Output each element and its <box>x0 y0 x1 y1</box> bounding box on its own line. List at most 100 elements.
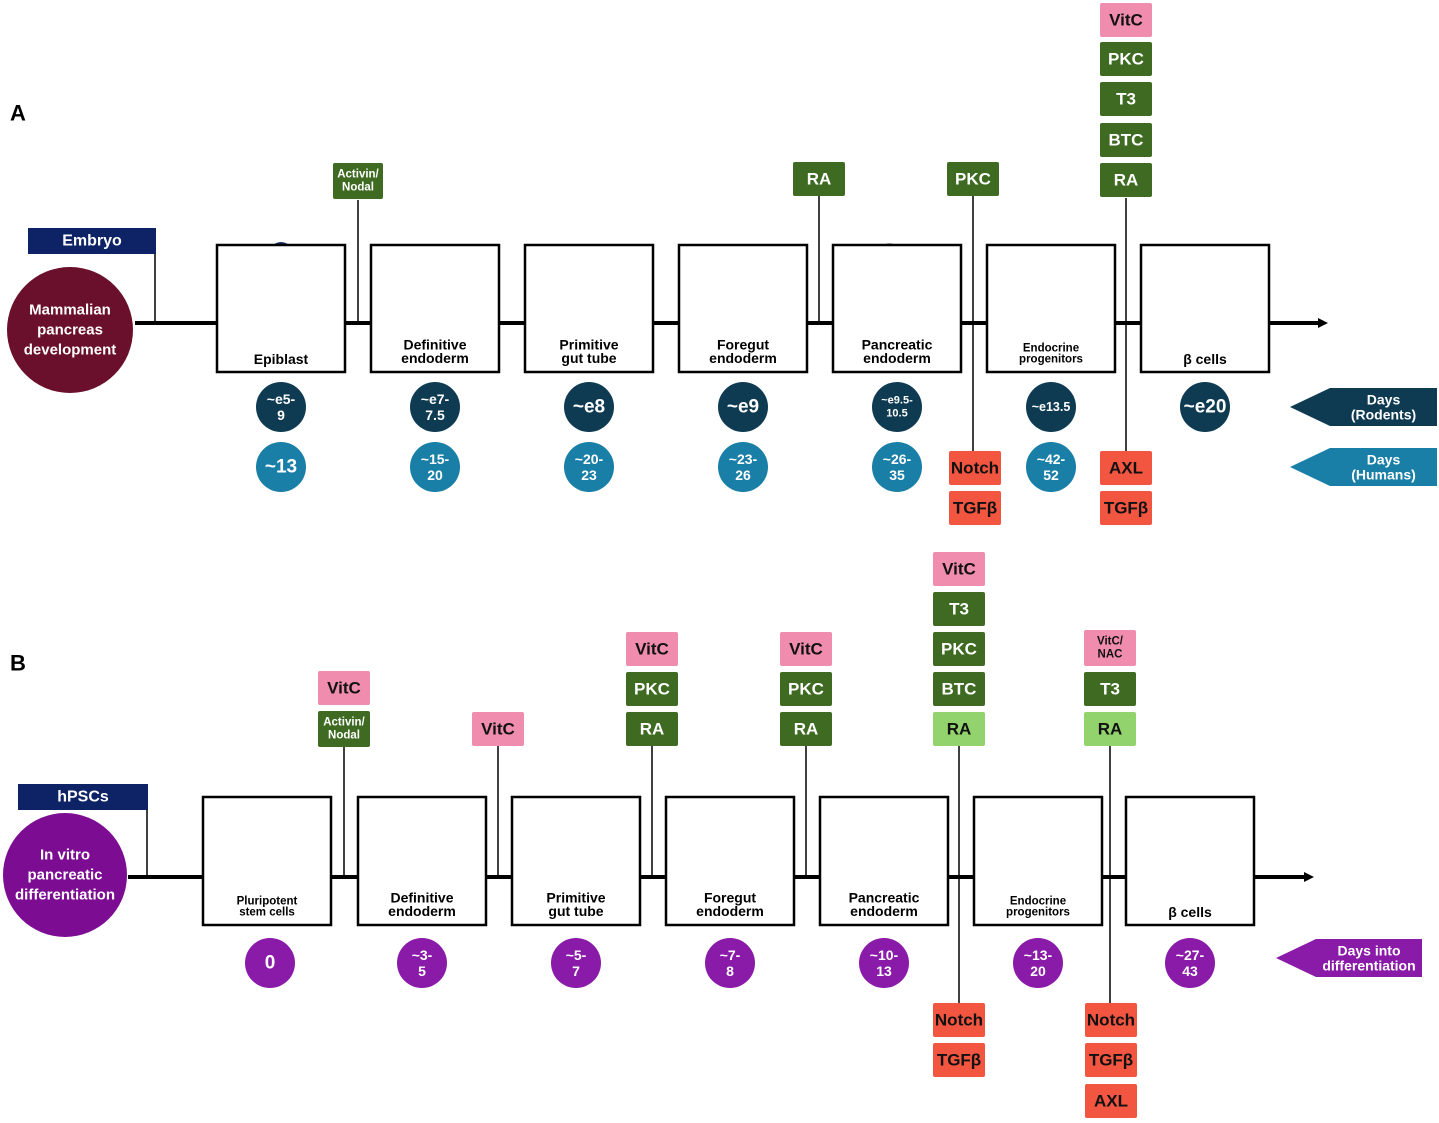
panel-a-rodent-day-1-label: ~e7-7.5 <box>421 391 450 423</box>
panel-b-factor-4-4: RA <box>933 712 985 746</box>
panel-b-factor-5-0: VitC/NAC <box>1084 630 1136 666</box>
panel-b-factor-0-1-label: Activin/Nodal <box>323 717 365 742</box>
panel-b-factor-4-2: PKC <box>933 632 985 666</box>
panel-b-factor-1-0: VitC <box>472 712 524 746</box>
panel-b-factor-4-2-label: PKC <box>941 640 977 659</box>
panel-a-inhibitor-ra-0-label: AXL <box>1109 459 1143 478</box>
panel-b-factor-3-2-label: RA <box>794 720 819 739</box>
panel-b-factor-5-2: RA <box>1084 712 1136 746</box>
panel-b-day-4-label: ~10-13 <box>870 947 899 979</box>
panel-a-stage-2 <box>523 243 655 374</box>
panel-a-human-day-0: ~13 <box>256 442 306 492</box>
panel-b-stage-6-label: β cells <box>1168 904 1212 920</box>
panel-a-factor-stack-1: PKC <box>1100 42 1152 76</box>
panel-a-factor-pkc-label: PKC <box>955 170 991 189</box>
panel-a-stage-6 <box>1139 243 1271 374</box>
panel-b-day-5-label: ~13-20 <box>1024 947 1053 979</box>
panel-a-embryo-tag: Embryo <box>28 228 156 254</box>
panel-b-day-4: ~10-13 <box>859 938 909 988</box>
panel-b-factor-0-0: VitC <box>318 671 370 705</box>
panel-b-inhibitor-0-1-label: TGFβ <box>937 1051 981 1070</box>
panel-a-inhibitor-ra-1: TGFβ <box>1100 491 1152 525</box>
panel-b-factor-5-1-label: T3 <box>1100 680 1120 699</box>
panel-a-human-day-5: ~42-52 <box>1026 442 1076 492</box>
panel-a-inhibitor-pkc-1-label: TGFβ <box>953 499 997 518</box>
panel-b-stage-2 <box>510 795 642 927</box>
panel-b-stage-5 <box>972 795 1104 927</box>
panel-a-rodent-day-2-label: ~e8 <box>573 397 605 418</box>
panel-a-rodent-day-3: ~e9 <box>718 382 768 432</box>
panel-a-stage-5 <box>985 243 1117 374</box>
panel-b-day-1-label: ~3-5 <box>412 947 433 979</box>
panel-b-day-2-label: ~5-7 <box>566 947 587 979</box>
panel-a-legend-humans-label: Days(Humans) <box>1351 452 1416 483</box>
panel-a-legend-rodents: Days(Rodents) <box>1290 388 1437 426</box>
panel-a-embryo-tag-label: Embryo <box>62 233 122 250</box>
panel-b-inhibitor-0-1: TGFβ <box>933 1043 985 1077</box>
panel-a-human-day-4-label: ~26-35 <box>883 451 912 483</box>
panel-b-inhibitor-1-1-label: TGFβ <box>1089 1051 1133 1070</box>
panel-a-stage-0 <box>215 243 347 374</box>
panel-b-factor-4-3-label: BTC <box>942 680 977 699</box>
panel-b-factor-3-1-label: PKC <box>788 680 824 699</box>
panel-b-inhibitor-1-0: Notch <box>1085 1003 1137 1037</box>
panel-a-inhibitor-ra-1-label: TGFβ <box>1104 499 1148 518</box>
panel-a-rodent-day-6: ~e20 <box>1180 382 1230 432</box>
panel-a-rodent-day-4-label: ~e9.5-10.5 <box>881 395 913 420</box>
panel-b-day-3: ~7-8 <box>705 938 755 988</box>
panel-a-stage-6-label: β cells <box>1183 351 1227 367</box>
panel-b-factor-2-2: RA <box>626 712 678 746</box>
panel-b-factor-4-1-label: T3 <box>949 600 969 619</box>
panel-a-factor-activin-label: Activin/Nodal <box>337 169 379 194</box>
panel-a-human-day-2-label: ~20-23 <box>575 451 604 483</box>
panel-a-human-day-2: ~20-23 <box>564 442 614 492</box>
panel-b-factor-5-0-label: VitC/NAC <box>1097 636 1124 661</box>
panel-b-factor-2-2-label: RA <box>640 720 665 739</box>
panel-a-stage-0-label: Epiblast <box>254 351 309 367</box>
panel-a-factor-stack-3: BTC <box>1100 123 1152 157</box>
panel-b-day-5: ~13-20 <box>1013 938 1063 988</box>
panel-a-factor-stack-1-label: PKC <box>1108 50 1144 69</box>
panel-b-day-2: ~5-7 <box>551 938 601 988</box>
panel-b-factor-2-1: PKC <box>626 672 678 706</box>
panel-a-rodent-day-4: ~e9.5-10.5 <box>872 382 922 432</box>
panel-b-day-6-label: ~27-43 <box>1176 947 1205 979</box>
panel-a-inhibitor-pkc-0-label: Notch <box>951 459 999 478</box>
panel-a-human-day-0-label: ~13 <box>265 457 297 478</box>
panel-a-factor-stack-0-label: VitC <box>1109 11 1143 30</box>
panel-b-inhibitor-1-2: AXL <box>1085 1084 1137 1118</box>
panel-a-rodent-day-6-label: ~e20 <box>1184 397 1227 418</box>
panel-a-factor-ra-label: RA <box>807 170 832 189</box>
panel-a-legend-humans: Days(Humans) <box>1290 448 1437 486</box>
panel-a-human-day-3: ~23-26 <box>718 442 768 492</box>
panel-b-factor-3-0-label: VitC <box>789 640 823 659</box>
panel-a-rodent-day-5-label: ~e13.5 <box>1032 400 1071 414</box>
panel-b-day-1: ~3-5 <box>397 938 447 988</box>
panel-b-factor-3-2: RA <box>780 712 832 746</box>
panel-b-inhibitor-0-0-label: Notch <box>935 1011 983 1030</box>
panel-a-factor-stack-0: VitC <box>1100 3 1152 37</box>
panel-b-stage-6 <box>1124 795 1256 927</box>
panel-a-factor-stack-4-label: RA <box>1114 171 1139 190</box>
panel-a-inhibitor-pkc-0: Notch <box>949 451 1001 485</box>
panel-b-day-0: 0 <box>245 938 295 988</box>
panel-a-human-day-4: ~26-35 <box>872 442 922 492</box>
panel-b-factor-4-3: BTC <box>933 672 985 706</box>
panel-b-day-6: ~27-43 <box>1165 938 1215 988</box>
panel-a-inhibitor-ra-0: AXL <box>1100 451 1152 485</box>
panel-b-day-3-label: ~7-8 <box>720 947 741 979</box>
